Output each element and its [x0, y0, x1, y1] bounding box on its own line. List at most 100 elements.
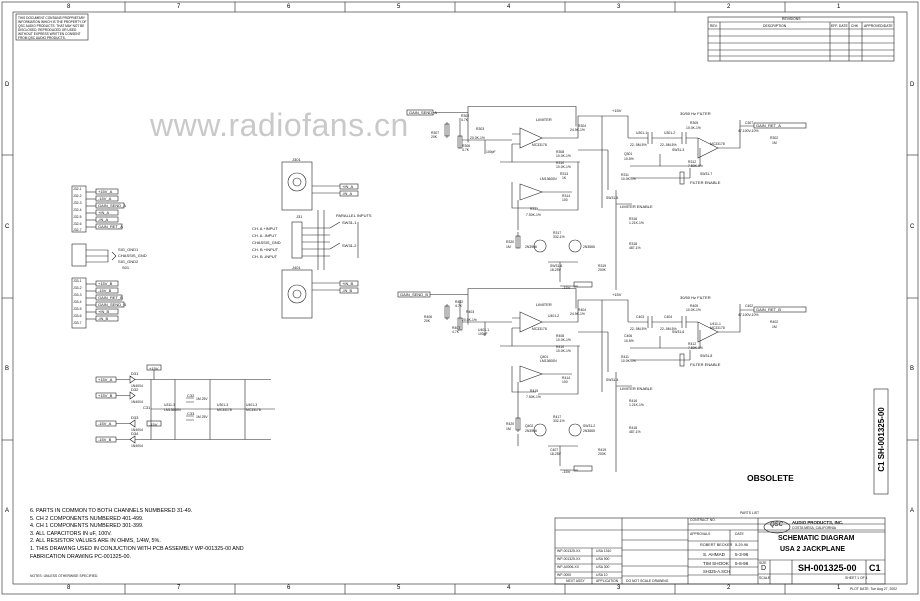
ic-type: MC33178: [710, 142, 725, 146]
part-value: 18-25V: [550, 268, 561, 272]
gnd-ref: S01: [122, 265, 130, 270]
company-name: AUDIO PRODUCTS, INC.: [792, 520, 844, 525]
cap-value: 1M 25V: [196, 415, 208, 419]
ic-type: LM13600N: [540, 359, 557, 363]
net-label: +IN_B: [342, 281, 354, 286]
rev-col-rev: REV.: [710, 24, 718, 28]
diode-ref: D31: [131, 371, 139, 376]
part-ref: C403: [636, 315, 645, 319]
zone-top-5: 5: [397, 4, 401, 10]
zone-bottom-3: 3: [617, 585, 621, 591]
drawn-by: ROBERT BECKER: [700, 543, 733, 547]
part-ref: R420: [506, 422, 515, 426]
part-value: 24.9K-1%: [570, 128, 585, 132]
contract-no-label: CONTRACT NO.: [690, 518, 716, 522]
part-ref: R417: [553, 415, 562, 419]
ic-ref: U401-2: [548, 314, 560, 318]
part-value: 20.0K-1%: [462, 318, 477, 322]
part-ref: SW31-6: [550, 264, 563, 268]
ch-b-input: GAIN_SEND_B: [400, 292, 429, 297]
diode-ref: D32: [131, 387, 139, 392]
part-ref: R311: [621, 173, 629, 177]
size-value: D: [761, 565, 767, 572]
jack-ref: J31: [296, 214, 303, 219]
part-value: 4.7K: [452, 330, 459, 334]
part-ref: R406: [424, 315, 433, 319]
part-value: 1M: [506, 427, 511, 431]
part-value: 10.0K-1%: [621, 177, 636, 181]
part-ref: R404: [578, 308, 587, 312]
part-value: 332-1%: [553, 419, 565, 423]
ch-a-limiter-enable: LIMITER ENABLE: [620, 204, 653, 209]
part-ref: R419: [598, 448, 607, 452]
pin-label: J33-6: [73, 314, 82, 318]
part-ref: R402: [770, 320, 779, 324]
ic-type: MC33178: [217, 408, 232, 412]
zone-left-A: A: [5, 508, 10, 514]
part-ref: U301-2: [664, 131, 676, 135]
ic-type: MC33178: [532, 327, 547, 331]
rail-label: -15V_A: [98, 421, 112, 426]
ch-a-filter-title: 30/50 Hz FILTER: [680, 111, 711, 116]
switch-ref: SW31-6: [672, 330, 685, 334]
rail-tag: +15V: [149, 366, 159, 371]
rail-tag: -15V: [562, 469, 571, 474]
ch-b-filter-enable: FILTER ENABLE: [690, 362, 721, 367]
ic-type: LM13600N: [540, 177, 557, 181]
part-value: 100: [562, 380, 568, 384]
part-value: 22-.5M-5%: [630, 143, 647, 147]
pin-label: J33-7: [73, 321, 82, 325]
zone-right-B: B: [910, 366, 915, 372]
part-ref: R320: [506, 240, 515, 244]
pin-label: J32-7: [73, 228, 82, 232]
ic-type: MC33178: [246, 408, 261, 412]
cap-ref: C33: [187, 411, 195, 416]
watermark: www.radiofans.cn: [150, 107, 409, 143]
transistor-ref: Q402: [525, 424, 534, 428]
transistor-ref: SW31-2: [583, 424, 596, 428]
note-3: 3. ALL CAPACITORS IN uF, 100V.: [30, 530, 112, 537]
ic-ref: U311-3: [164, 403, 175, 407]
part-ref: R316: [629, 217, 638, 221]
diode-type: 1N4004: [131, 400, 143, 404]
input-label: CH. B +INPUT: [252, 247, 279, 252]
switch-ref: SW31-5: [606, 196, 619, 200]
net-label: -IN_B: [98, 316, 109, 321]
net-label: +IN_A: [98, 210, 110, 215]
proprietary-notice: THIS DOCUMENT CONTAINS PROPRIETARY INFOR…: [18, 16, 87, 40]
part-value: 1.21K-1%: [629, 403, 644, 407]
gnd-label: SIG_GND2: [118, 259, 139, 264]
ch-b-limiter: LIMITER: [536, 302, 552, 307]
company-city: COSTA MESA, CALIFORNIA: [792, 526, 837, 530]
ic-type: MC33178: [710, 326, 725, 330]
ic-ref: U301-3: [217, 403, 229, 407]
scale-label: SCALE: [759, 576, 771, 580]
part-value: 1M: [772, 141, 777, 145]
assembly-row: WP-0000: [557, 573, 572, 577]
input-label: CHASSIS_GND: [252, 240, 281, 245]
transistor-type: 2N3906: [525, 245, 537, 249]
input-label: CH. B -INPUT: [252, 254, 278, 259]
part-value: 332-1%: [553, 235, 565, 239]
part-value: 22-.5M-5%: [660, 143, 677, 147]
note-5: 5. CH 2 COMPONENTS NUMBERED 401-499.: [30, 515, 144, 522]
pin-label: J32-3: [73, 201, 82, 205]
zone-bottom-4: 4: [507, 585, 511, 591]
ch-a-output: GAIN_RET_A: [756, 123, 781, 128]
approvals-label: APPROVALS: [690, 532, 711, 536]
transistor-type: 2N3565: [583, 245, 595, 249]
part-ref: R407: [452, 326, 461, 330]
zone-top-4: 4: [507, 4, 511, 10]
assembly-row: WP-001325-XX: [557, 549, 581, 553]
zone-left-D: D: [5, 82, 10, 88]
net-label: -IN_B: [342, 288, 353, 293]
part-value: 1M: [772, 325, 777, 329]
part-value: 22-.5M-5%: [660, 327, 677, 331]
note-4: 4. CH 1 COMPONENTS NUMBERED 301-399.: [30, 523, 144, 530]
part-value: 10-5%: [624, 157, 634, 161]
part-ref: R313: [560, 172, 569, 176]
zone-bottom-5: 5: [397, 585, 401, 591]
zone-top-3: 3: [617, 4, 621, 10]
parts-list-label: PARTS LIST: [740, 511, 760, 515]
